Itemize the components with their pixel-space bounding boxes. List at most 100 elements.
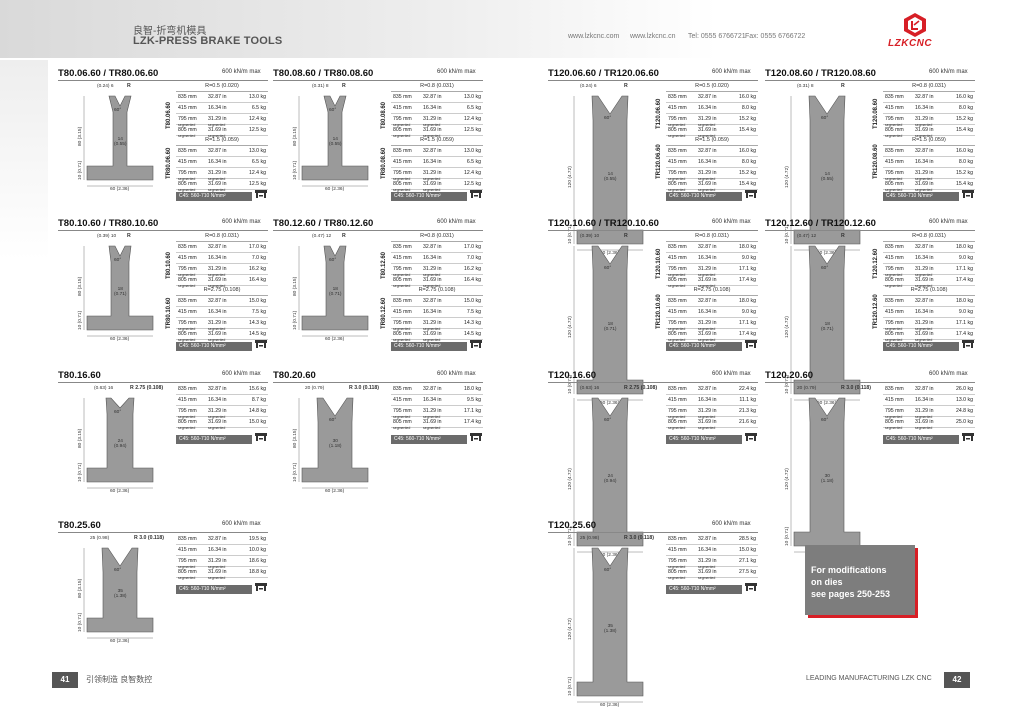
press-brake-icon xyxy=(255,340,267,348)
length-mm: 415 mm xyxy=(668,159,687,165)
length-in: 16.34 in xyxy=(423,105,442,111)
press-brake-icon xyxy=(255,190,267,198)
length-in: 32.87 in xyxy=(208,94,227,100)
capacity-label: 600 kN/m max xyxy=(929,69,968,75)
height-dimension: 120 (4.72) xyxy=(785,468,790,490)
material-badge: C45: 560-710 N/mm² xyxy=(883,435,959,444)
die-body xyxy=(86,397,154,483)
length-mm: 415 mm xyxy=(178,547,197,553)
table-row: 415 mm 16.34 in 8.7 kg xyxy=(176,395,268,406)
weight-kg: 14.3 kg xyxy=(248,320,266,326)
website-com[interactable]: www.lzkcnc.com xyxy=(568,33,620,40)
weight-kg: 13.0 kg xyxy=(463,94,481,100)
length-mm: 415 mm xyxy=(178,105,197,111)
base-width-dimension: 60 (2.36) xyxy=(600,251,620,256)
radius-header: R=2.75 (0.108) xyxy=(883,286,975,296)
length-mm: 415 mm xyxy=(178,159,197,165)
table-row: 415 mm 16.34 in 9.0 kg xyxy=(883,253,975,264)
length-mm: 415 mm xyxy=(178,397,197,403)
length-in: 32.87 in xyxy=(698,148,717,154)
length-in: 32.87 in xyxy=(915,94,934,100)
body-width-dimension: 14 (0.55) xyxy=(821,172,834,182)
base-width-dimension: 60 (2.36) xyxy=(110,489,130,494)
table-row: 415 mm 16.34 in 8.0 kg xyxy=(666,103,758,114)
base-width-dimension: 60 (2.36) xyxy=(325,489,345,494)
table-row: 835 mm 32.87 in 17.0 kg xyxy=(176,242,268,253)
spec-table: R=0.8 (0.031) 835 mm 32.87 in 13.0 kg 41… xyxy=(391,82,483,192)
weight-kg: 9.0 kg xyxy=(741,309,756,315)
weight-kg: 15.4 kg xyxy=(738,127,756,133)
length-in: 32.87 in xyxy=(915,148,934,154)
page-number-left: 41 xyxy=(52,672,78,688)
angle-label: 60° xyxy=(604,418,612,423)
title-divider xyxy=(273,230,483,231)
weight-kg: 15.0 kg xyxy=(738,547,756,553)
weight-kg: 18.0 kg xyxy=(738,244,756,250)
weight-kg: 7.0 kg xyxy=(466,255,481,261)
length-mm: 835 mm xyxy=(178,244,197,250)
length-in: 16.34 in xyxy=(698,547,717,553)
model-vertical-label: TR80.10.60 xyxy=(166,297,172,329)
top-dimension: (0.31) 8 xyxy=(797,84,814,89)
length-in: 32.87 in xyxy=(698,244,717,250)
length-mm: 835 mm xyxy=(178,298,197,304)
spec-table: 835 mm 32.87 in 19.5 kg 415 mm 16.34 in … xyxy=(176,534,268,580)
weight-kg: 12.4 kg xyxy=(248,170,266,176)
top-dimension: 25 (0.98) xyxy=(580,536,600,541)
weight-kg: 6.5 kg xyxy=(251,105,266,111)
length-in: 32.87 in xyxy=(423,244,442,250)
die-profile xyxy=(298,245,369,337)
weight-kg: 14.5 kg xyxy=(248,331,266,337)
title-divider xyxy=(58,230,268,231)
angle-label: 60° xyxy=(821,266,829,271)
length-mm: 415 mm xyxy=(393,397,412,403)
table-row: 835 mm 32.87 in 15.0 kg xyxy=(391,296,483,307)
angle-label: 60° xyxy=(329,258,337,263)
product-title: T120.12.60 / TR120.12.60 xyxy=(765,218,876,229)
material-badge: C45: 560-710 N/mm² xyxy=(391,435,467,444)
length-in: 32.87 in xyxy=(208,244,227,250)
length-mm: 835 mm xyxy=(885,244,904,250)
die-body xyxy=(301,397,369,483)
press-brake-icon xyxy=(255,433,267,441)
weight-kg: 22.4 kg xyxy=(738,386,756,392)
press-brake-icon xyxy=(962,433,974,441)
website-cn[interactable]: www.lzkcnc.cn xyxy=(630,33,676,40)
weight-kg: 15.0 kg xyxy=(248,419,266,425)
brand-english: LZK-PRESS BRAKE TOOLS xyxy=(133,35,283,47)
telephone: Tel: 0555 6766721 xyxy=(688,33,746,40)
length-in: 32.87 in xyxy=(698,298,717,304)
length-in: 16.34 in xyxy=(915,309,934,315)
length-in: 32.87 in xyxy=(423,298,442,304)
weight-kg: 27.1 kg xyxy=(738,558,756,564)
radius-label: R xyxy=(127,233,131,239)
table-row: 415 mm 16.34 in 7.0 kg xyxy=(391,253,483,264)
base-width-dimension: 60 (2.36) xyxy=(600,553,620,558)
spec-table: 835 mm 32.87 in 26.0 kg 415 mm 16.34 in … xyxy=(883,384,975,430)
